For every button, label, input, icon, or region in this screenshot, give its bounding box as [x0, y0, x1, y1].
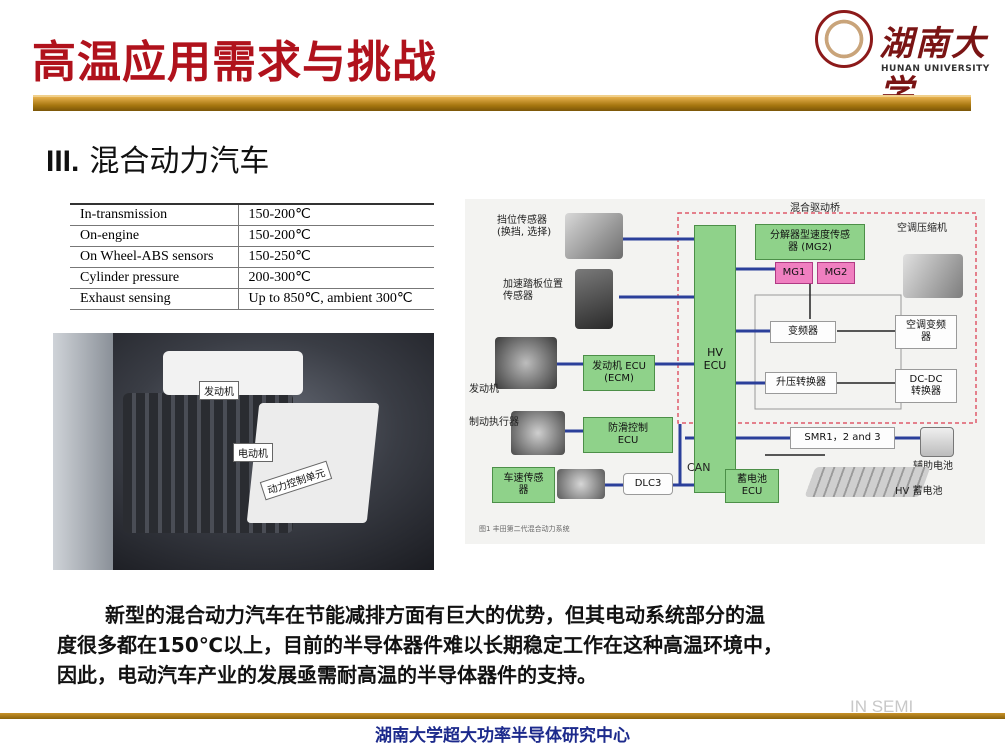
university-seal-icon — [815, 10, 873, 68]
ac-compressor-label: 空调压缩机 — [897, 223, 947, 234]
photo-label-engine: 发动机 — [199, 381, 239, 400]
location-cell: Exhaust sensing — [70, 288, 239, 310]
gear-sensor-label: 挡位传感器 (换挡, 选择) — [497, 215, 552, 238]
can-label: CAN — [687, 461, 711, 474]
aux-battery-image — [920, 427, 954, 457]
smr-box: SMR1，2 and 3 — [790, 427, 895, 449]
brake-actuator-label: 制动执行器 — [469, 417, 519, 428]
university-logo: 湖南大学 HUNAN UNIVERSITY — [815, 10, 995, 113]
resolver-box: 分解器型速度传感 器 (MG2) — [755, 224, 865, 260]
location-cell: On-engine — [70, 225, 239, 247]
ac-compressor-image — [903, 254, 963, 298]
speed-sensor-image — [557, 469, 605, 499]
hv-battery-label: HV 蓄电池 — [895, 486, 943, 497]
location-cell: On Wheel-ABS sensors — [70, 246, 239, 268]
brake-actuator-image — [511, 411, 565, 455]
diagram-connectors — [555, 212, 977, 487]
logo-name-en: HUNAN UNIVERSITY — [881, 64, 990, 74]
location-cell: In-transmission — [70, 203, 239, 226]
photo-power-control-unit — [246, 403, 380, 523]
abs-ecu-box: 防滑控制 ECU — [583, 417, 673, 453]
logo-name-cn: 湖南大学 — [879, 24, 987, 113]
pedal-sensor-label: 加速踏板位置 传感器 — [503, 279, 563, 302]
speed-sensor-box: 车速传感 器 — [492, 467, 555, 503]
body-line-2: 度很多都在150℃以上，目前的半导体器件难以长期稳定工作在这种高温环境中， — [57, 633, 783, 657]
temperature-cell: 150-200℃ — [238, 203, 434, 226]
photo-hood — [53, 333, 113, 570]
location-cell: Cylinder pressure — [70, 267, 239, 289]
section-title: 混合动力汽车 — [89, 144, 270, 179]
engine-image — [495, 337, 557, 389]
temperature-cell: 150-250℃ — [238, 246, 434, 268]
footer-divider — [0, 713, 1005, 719]
body-paragraph: 新型的混合动力汽车在节能减排方面有巨大的优势，但其电动系统部分的温 度很多都在1… — [57, 600, 947, 690]
diagram-caption: 图1 丰田第二代混合动力系统 — [479, 525, 570, 533]
engine-label: 发动机 — [469, 384, 499, 395]
temperature-cell: 150-200℃ — [238, 225, 434, 247]
temperature-cell: Up to 850℃, ambient 300℃ — [238, 288, 434, 310]
dlc3-box: DLC3 — [623, 473, 673, 495]
ac-inverter-box: 空调变频 器 — [895, 315, 957, 349]
hybrid-system-diagram: 混合驱动桥 挡位传感器 (换挡, 选择) 加速踏板位置 传感器 发动机 制动执行… — [465, 199, 985, 544]
inverter-box: 变频器 — [770, 321, 836, 343]
body-line-1: 新型的混合动力汽车在节能减排方面有巨大的优势，但其电动系统部分的温 — [105, 603, 765, 627]
diagram-region-label: 混合驱动桥 — [790, 203, 840, 214]
slide-title: 高温应用需求与挑战 — [32, 37, 437, 88]
wechat-watermark: IN SEMI — [850, 697, 914, 716]
section-heading: III. 混合动力汽车 — [46, 136, 269, 180]
gear-sensor-image — [565, 213, 623, 259]
dcdc-converter-box: DC-DC 转换器 — [895, 369, 957, 403]
body-line-3: 因此，电动汽车产业的发展亟需耐高温的半导体器件的支持。 — [57, 663, 597, 687]
temperature-cell: 200-300℃ — [238, 267, 434, 289]
footer-institution: 湖南大学超大功率半导体研究中心 — [375, 726, 630, 746]
boost-converter-box: 升压转换器 — [765, 372, 837, 394]
engine-ecu-box: 发动机 ECU (ECM) — [583, 355, 655, 391]
title-divider — [33, 95, 971, 111]
battery-ecu-box: 蓄电池 ECU — [725, 469, 779, 503]
pedal-sensor-image — [575, 269, 613, 329]
engine-bay-photo: 发动机 电动机 动力控制单元 — [53, 333, 434, 570]
section-number: III. — [46, 145, 80, 178]
mg1-box: MG1 — [775, 262, 813, 284]
photo-label-motor: 电动机 — [233, 443, 273, 462]
aux-battery-label: 辅助电池 — [913, 461, 953, 472]
mg2-box: MG2 — [817, 262, 855, 284]
hv-ecu-box: HV ECU — [694, 225, 736, 493]
